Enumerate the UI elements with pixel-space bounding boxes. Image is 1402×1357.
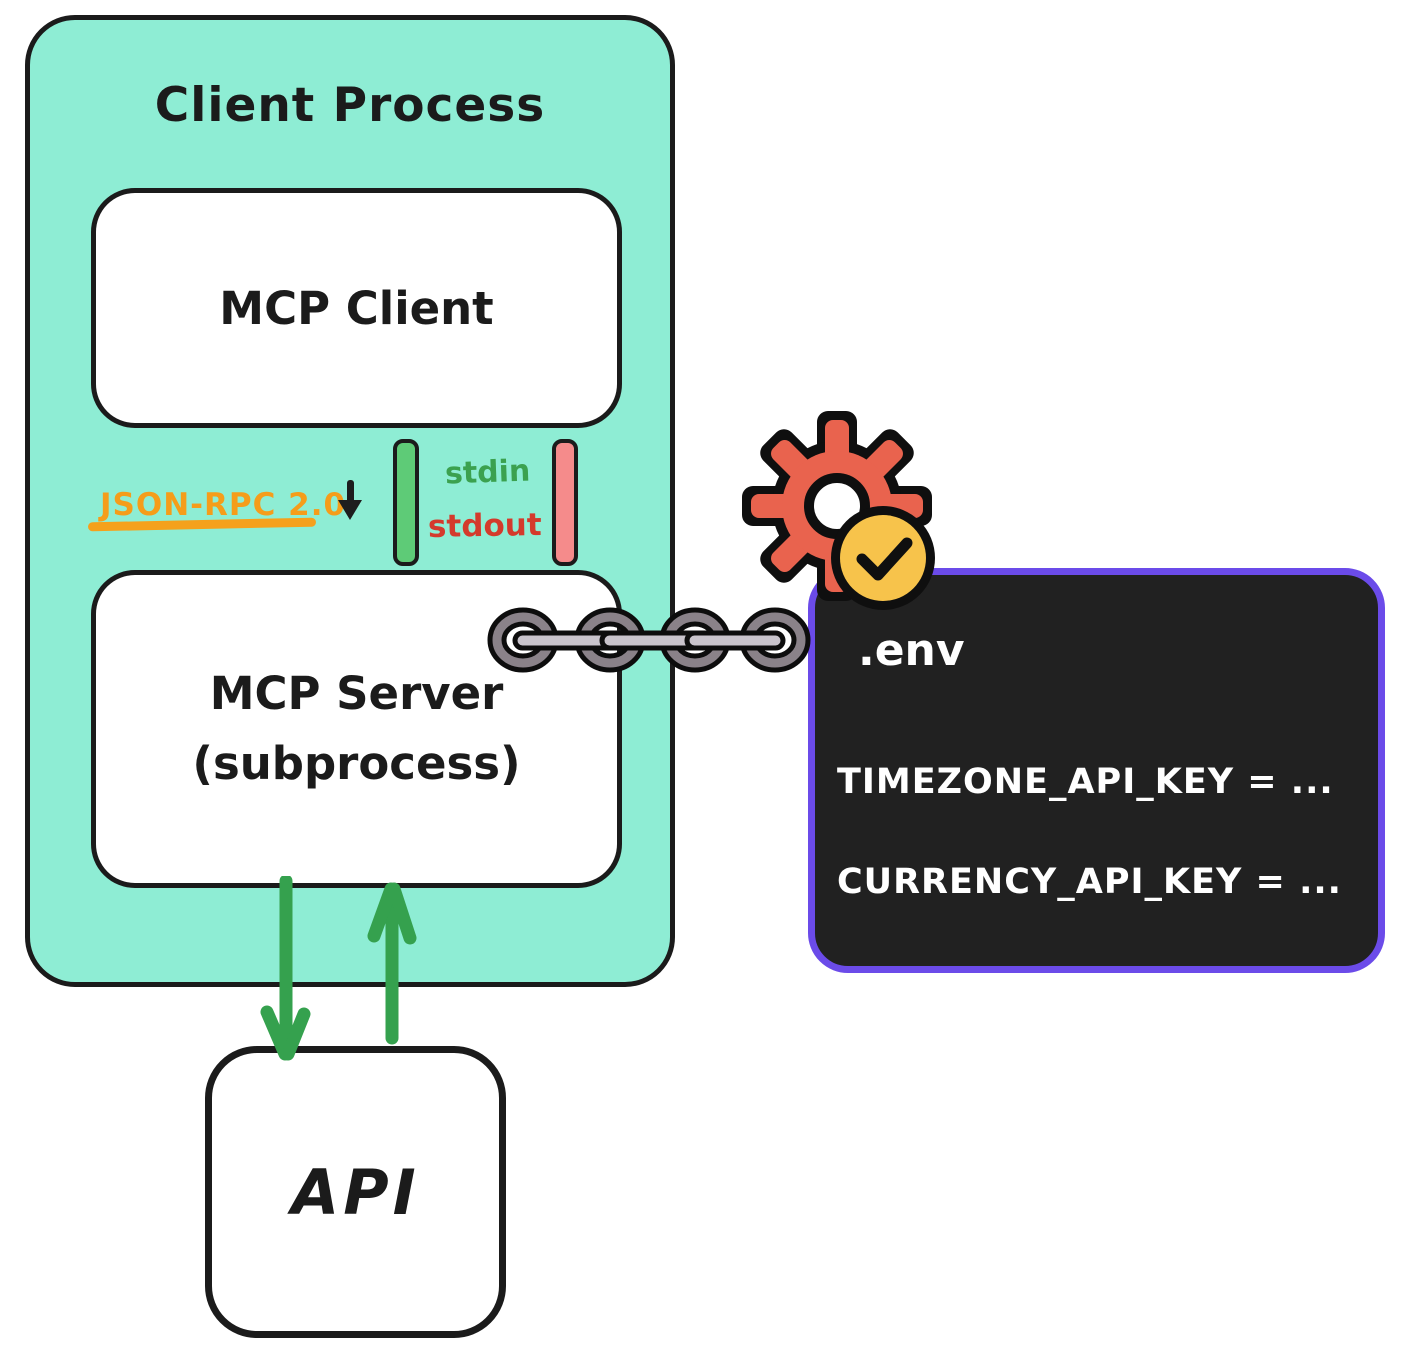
down-arrow-icon	[338, 480, 362, 520]
env-entry-currency: CURRENCY_API_KEY = ...	[837, 862, 1342, 902]
response-arrow-icon	[367, 882, 417, 1045]
api-box: API	[205, 1046, 506, 1338]
check-badge-icon	[831, 506, 935, 610]
api-arrows	[260, 876, 417, 1061]
mcp-server-sublabel: (subprocess)	[192, 737, 521, 790]
stdin-pipe-bar	[393, 439, 419, 566]
stdout-pipe-bar	[552, 439, 578, 566]
gear-icon	[742, 411, 935, 610]
stdin-label: stdin	[444, 453, 531, 492]
mcp-client-label: MCP Client	[219, 281, 494, 335]
mcp-server-box: MCP Server (subprocess)	[91, 570, 622, 888]
client-process-box: Client Process MCP Client JSON-RPC 2.0 s…	[25, 15, 675, 987]
chain-link-icon	[487, 607, 811, 673]
client-process-title: Client Process	[154, 78, 546, 133]
mcp-server-label: MCP Server	[209, 667, 504, 721]
mcp-client-box: MCP Client	[91, 188, 622, 428]
env-filename: .env	[858, 625, 965, 676]
env-file-box: .env TIMEZONE_API_KEY = ... CURRENCY_API…	[808, 568, 1385, 973]
stdout-label: stdout	[427, 507, 542, 545]
api-label: API	[291, 1155, 420, 1229]
request-arrow-icon	[260, 876, 311, 1061]
jsonrpc-protocol-label: JSON-RPC 2.0	[100, 487, 347, 523]
env-entry-timezone: TIMEZONE_API_KEY = ...	[837, 762, 1334, 802]
